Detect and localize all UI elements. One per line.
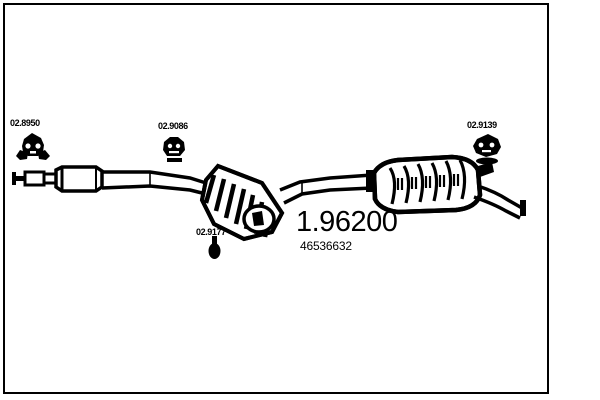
tailpipe-end-cap [520, 200, 526, 216]
oem-reference-number: 46536632 [300, 239, 352, 253]
main-part-number: 1.96200 [296, 206, 398, 238]
front-flange [12, 170, 46, 187]
intermediate-pipe [101, 170, 207, 196]
hanger-pin-icon [208, 236, 221, 259]
part-code-label-left-mount: 02.8950 [10, 118, 40, 128]
part-code-label-mid-mount: 02.9086 [158, 121, 188, 131]
rubber-mount-icon [16, 133, 50, 160]
centre-to-rear-pipe [279, 173, 373, 205]
part-code-label-hanger-pin: 02.9177 [196, 227, 226, 237]
part-code-label-right-mount: 02.9139 [467, 120, 497, 130]
rubber-mount-icon [473, 134, 501, 165]
rubber-mount-icon [163, 137, 185, 162]
rear-muffler [366, 154, 494, 215]
front-resonator [42, 165, 104, 193]
centre-silencer [199, 163, 285, 242]
